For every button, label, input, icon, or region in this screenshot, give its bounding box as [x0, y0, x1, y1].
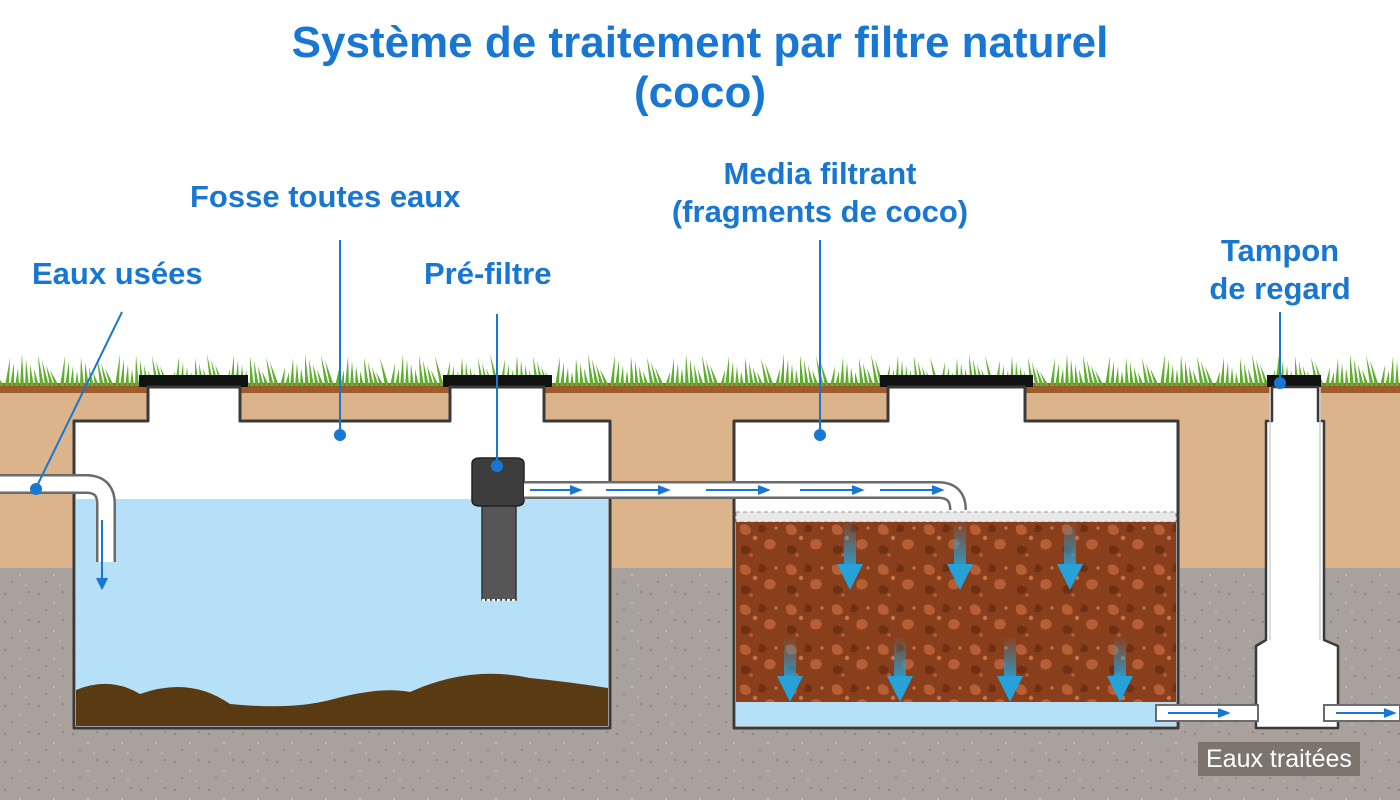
fosse-sludge: [76, 673, 608, 726]
callout-lines: [30, 240, 1286, 495]
label-tampon: Tampon de regard: [1180, 232, 1380, 308]
prefilter: [471, 457, 525, 601]
grass-blades: [0, 354, 1399, 386]
label-tampon-line-1: Tampon: [1220, 233, 1340, 268]
label-media: Media filtrant (fragments de coco): [620, 155, 1020, 231]
drain-layer: [736, 702, 1176, 726]
label-tampon-line-2: de regard: [1209, 271, 1351, 306]
label-media-line-1: Media filtrant: [723, 156, 917, 191]
title-line-2: (coco): [634, 68, 766, 117]
label-eaux-usees: Eaux usées: [32, 256, 203, 291]
fosse-tank: [72, 385, 612, 730]
label-media-line-2: (fragments de coco): [671, 194, 969, 229]
percolation-arrows: [777, 520, 1133, 702]
title-line-1: Système de traitement par filtre naturel: [291, 18, 1109, 67]
label-fosse: Fosse toutes eaux: [190, 179, 461, 214]
topsoil-strip: [0, 383, 1400, 393]
inlet-pipe: [0, 476, 114, 562]
distribution-layer: [735, 511, 1177, 523]
regard-chamber: [1254, 385, 1340, 730]
label-eaux-traitees: Eaux traitées: [1198, 742, 1360, 776]
grass: [0, 354, 1399, 386]
diagram-title: Système de traitement par filtre naturel…: [0, 18, 1400, 118]
label-prefiltre: Pré-filtre: [424, 256, 552, 291]
lid-filter: [880, 375, 1033, 387]
lid-fosse-left: [139, 375, 248, 387]
flow-arrows: [96, 485, 1397, 718]
